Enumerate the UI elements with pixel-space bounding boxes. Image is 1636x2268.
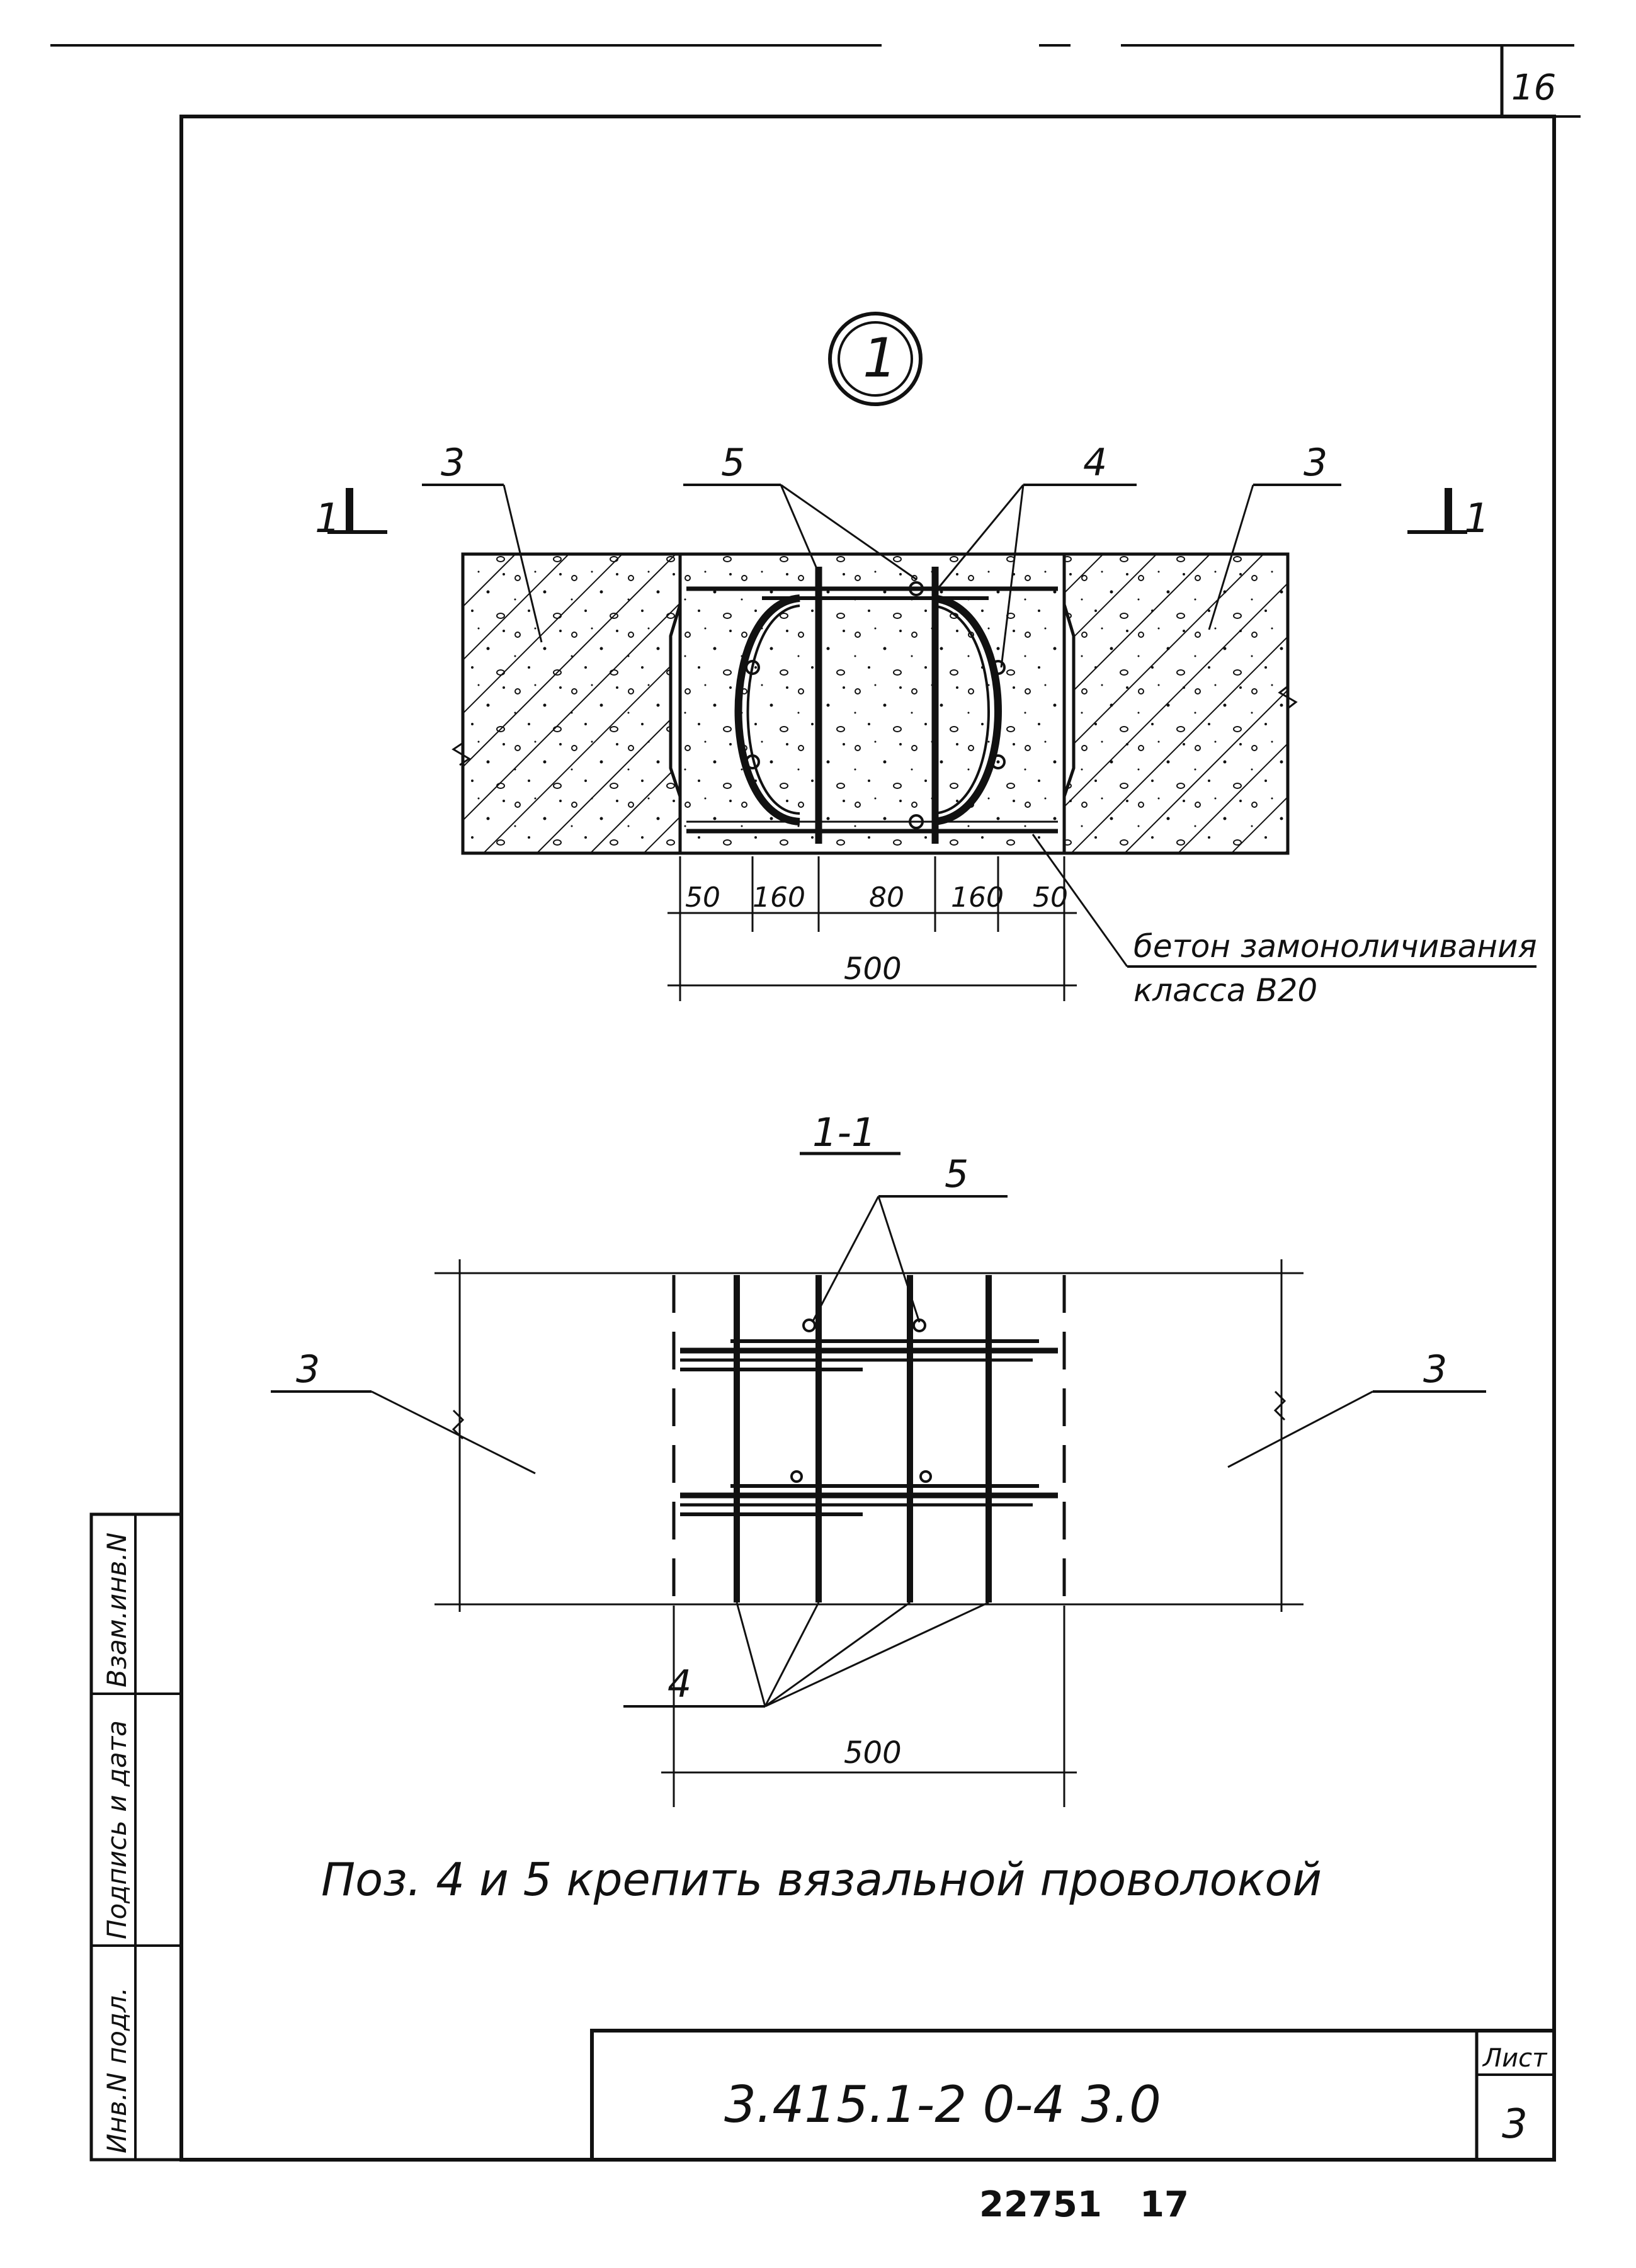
callout-3-right-label: 3 xyxy=(1304,441,1327,485)
callout-3-left: 3 xyxy=(422,441,543,643)
section-drawing xyxy=(435,1259,1304,1612)
dim-2: 160 xyxy=(753,882,805,914)
callout-5-node-label: 5 xyxy=(721,441,745,485)
section-dimension: 500 xyxy=(661,1606,1077,1807)
sheet-number: 3 xyxy=(1502,2101,1528,2148)
callout-4-node-label: 4 xyxy=(1083,441,1107,485)
callout-3-left-label: 3 xyxy=(441,441,465,485)
joint-concrete xyxy=(678,552,1066,855)
callout-3-section-right: 3 xyxy=(1227,1347,1486,1468)
dim-1: 50 xyxy=(685,882,720,914)
callout-5-section: 5 xyxy=(811,1152,1008,1323)
concrete-note: бетон замоноличивания класса В20 xyxy=(1031,834,1537,1009)
side-stamp-field-2: Подпись и дата xyxy=(101,1720,132,1939)
callout-3-section-right-label: 3 xyxy=(1423,1347,1447,1392)
dim-5: 50 xyxy=(1033,882,1068,914)
concrete-note-line1: бетон замоноличивания xyxy=(1133,928,1537,965)
section-mark-right: 1 xyxy=(1407,488,1490,542)
section-mark-left: 1 xyxy=(315,488,387,542)
callout-5-node: 5 xyxy=(683,441,917,581)
side-stamp-field-1: Инв.N подл. xyxy=(101,1987,132,2153)
dim-4: 160 xyxy=(951,882,1004,914)
concrete-note-line2: класса В20 xyxy=(1133,972,1317,1009)
slab-left xyxy=(461,552,682,855)
page-border xyxy=(50,44,1581,2162)
callout-4-section: 4 xyxy=(623,1601,989,1708)
corner-page-number: 16 xyxy=(1511,67,1556,108)
title-block: Лист 3 3.415.1-2 0-4 3.0 xyxy=(590,2029,1556,2162)
dimension-chain: 50 160 80 160 50 500 xyxy=(667,856,1077,1001)
stamp-number: 22751 xyxy=(979,2184,1102,2225)
callout-5-section-label: 5 xyxy=(945,1152,969,1196)
side-stamp-field-3: Взам.инв.N xyxy=(101,1533,132,1687)
callout-4-node: 4 xyxy=(934,441,1137,668)
node-marker: 1 xyxy=(828,312,923,406)
dim-total: 500 xyxy=(844,951,902,987)
dim-3: 80 xyxy=(869,882,904,914)
section-dim-total: 500 xyxy=(844,1735,902,1771)
stamp-number-2: 17 xyxy=(1140,2184,1189,2225)
callout-3-section-left-label: 3 xyxy=(296,1347,320,1392)
node-marker-number: 1 xyxy=(863,327,897,390)
slab-right xyxy=(1062,552,1290,855)
callout-3-section-left: 3 xyxy=(271,1347,536,1475)
callout-3-right: 3 xyxy=(1208,441,1341,630)
section-title: 1-1 xyxy=(812,1109,876,1155)
side-stamp: Взам.инв.N Подпись и дата Инв.N подл. xyxy=(89,1512,183,2162)
section-mark-right-label: 1 xyxy=(1464,496,1490,542)
callout-4-section-label: 4 xyxy=(667,1662,691,1706)
section-mark-left-label: 1 xyxy=(315,496,341,542)
document-code: 3.415.1-2 0-4 3.0 xyxy=(724,2075,1161,2134)
assembly-note: Поз. 4 и 5 крепить вязальной проволокой xyxy=(321,1853,1322,1906)
sheet-label: Лист xyxy=(1482,2044,1548,2073)
